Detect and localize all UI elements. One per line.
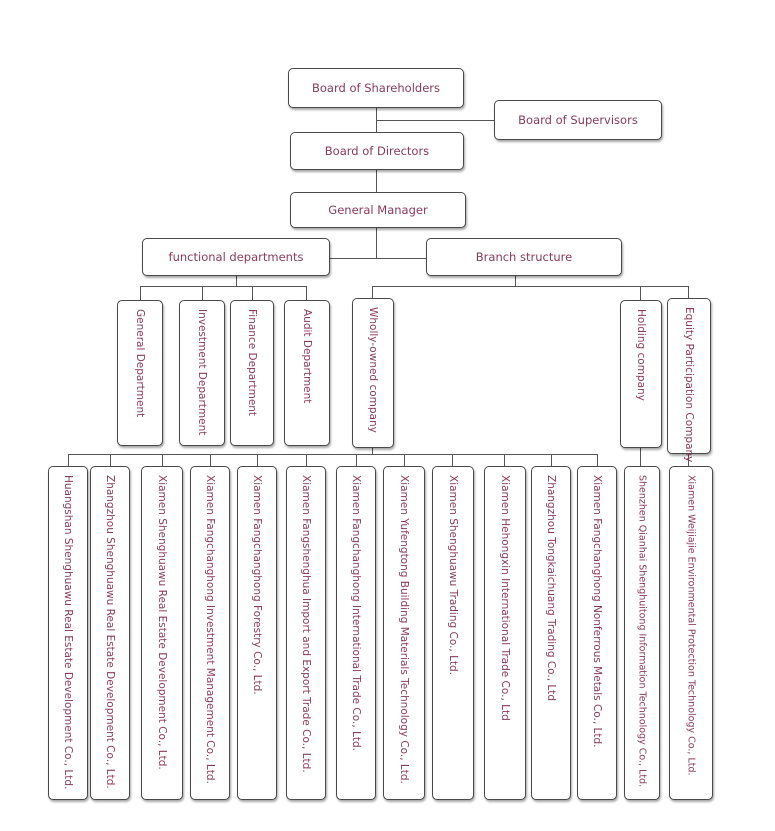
finance-department-box: Finance Department [230,300,274,446]
board-of-shareholders-box: Board of Shareholders [288,68,464,108]
connector-sub-3 [162,454,163,466]
connector-sub-2 [110,454,111,466]
equity-participation-company-label: Equity Participation Company [683,307,695,463]
subsidiary-box: Xiamen Fangshenghua Import and Export Tr… [286,466,326,800]
connector-sub-9 [452,454,453,466]
subsidiary-box: Zhangzhou Shenghuawu Real Estate Develop… [90,466,130,800]
holding-company-box: Holding company [620,300,662,448]
audit-department-box: Audit Department [284,300,330,446]
connector-sub-7 [356,454,357,466]
investment-department-box: Investment Department [179,300,225,446]
subsidiary-label: Xiamen Shenghuawu Real Estate Developmen… [156,475,168,770]
connector-sub-10 [504,454,505,466]
connector-sub-8 [404,454,405,466]
connector-branch-holding [640,286,641,300]
connector-sub-1 [68,454,69,466]
subsidiary-box: Xiamen Shenghuawu Trading Co., Ltd. [432,466,474,800]
wholly-owned-company-label: Wholly-owned company [367,307,379,433]
board-of-directors-box: Board of Directors [290,132,464,170]
equity-subsidiary-box: Xiamen Weijiajie Environmental Protectio… [669,466,713,800]
subsidiary-box: Xiamen Fangchanghong Forestry Co., Ltd. [237,466,277,800]
connector-branch-wholly [372,286,373,298]
connector-wholly-down [372,448,373,454]
subsidiary-label: Xiamen Hehongxin International Trade Co.… [499,475,511,721]
subsidiary-box: Huangshan Shenghuawu Real Estate Develop… [48,466,88,800]
subsidiary-label: Xiamen Fangchanghong International Trade… [350,475,362,751]
connector-sub-4 [210,454,211,466]
subsidiary-label: Huangshan Shenghuawu Real Estate Develop… [62,475,74,790]
holding-company-label: Holding company [635,309,647,401]
subsidiary-label: Xiamen Yufengtong Building Materials Tec… [398,475,410,784]
connector-dept-2 [202,286,203,300]
subsidiary-box: Xiamen Fangchanghong International Trade… [336,466,376,800]
connector-sub-12 [597,454,598,466]
connector-directors-gm [376,170,377,192]
general-department-box: General Department [117,300,163,446]
functional-departments-box: functional departments [142,238,330,276]
subsidiary-label: Xiamen Fangchanghong Investment Manageme… [204,475,216,784]
subsidiary-box: Xiamen Shenghuawu Real Estate Developmen… [141,466,183,800]
connector-dept-3 [252,286,253,300]
equity-participation-company-box: Equity Participation Company [667,298,711,462]
subsidiary-box: Xiamen Fangchanghong Investment Manageme… [190,466,230,800]
connector-functional-branch [330,258,426,259]
connector-branch-down [515,276,516,286]
subsidiary-label: Xiamen Shenghuawu Trading Co., Ltd. [447,475,459,676]
finance-department-label: Finance Department [246,309,258,417]
subsidiary-box: Xiamen Yufengtong Building Materials Tec… [383,466,425,800]
connector-holding-down [640,448,641,466]
general-department-label: General Department [134,309,146,418]
equity-subsidiary-label: Xiamen Weijiajie Environmental Protectio… [685,475,697,776]
connector-sub-11 [551,454,552,466]
connector-sub-6 [306,454,307,466]
connector-branch-equity [688,286,689,298]
audit-department-label: Audit Department [301,309,313,404]
connector-branch-bus [372,286,688,287]
connector-departments-bus [140,286,307,287]
subsidiary-box: Zhangzhou Tongkaichuang Trading Co., Ltd [531,466,571,800]
subsidiary-label: Xiamen Fangchanghong Nonferrous Metals C… [591,475,603,748]
subsidiary-label: Zhangzhou Shenghuawu Real Estate Develop… [104,475,116,789]
general-manager-box: General Manager [290,192,466,228]
subsidiary-box: Xiamen Hehongxin International Trade Co.… [484,466,526,800]
connector-dept-4 [306,286,307,300]
subsidiary-label: Xiamen Fangchanghong Forestry Co., Ltd. [251,475,263,695]
subsidiary-label: Zhangzhou Tongkaichuang Trading Co., Ltd [545,475,557,702]
connector-subsidiaries-bus [68,454,598,455]
board-of-supervisors-box: Board of Supervisors [494,100,662,140]
connector-supervisors [376,120,494,121]
branch-structure-box: Branch structure [426,238,622,276]
connector-sub-5 [257,454,258,466]
connector-functional-down [236,276,237,286]
investment-department-label: Investment Department [196,309,208,436]
holding-subsidiary-box: Shenzhen Qianhai Shenghuitong Informatio… [624,466,660,800]
connector-dept-1 [140,286,141,300]
subsidiary-box: Xiamen Fangchanghong Nonferrous Metals C… [577,466,617,800]
subsidiary-label: Xiamen Fangshenghua Import and Export Tr… [300,475,312,773]
wholly-owned-company-box: Wholly-owned company [352,298,394,448]
holding-subsidiary-label: Shenzhen Qianhai Shenghuitong Informatio… [636,475,648,788]
connector-equity-down [688,454,689,466]
connector-gm-split [376,228,377,258]
